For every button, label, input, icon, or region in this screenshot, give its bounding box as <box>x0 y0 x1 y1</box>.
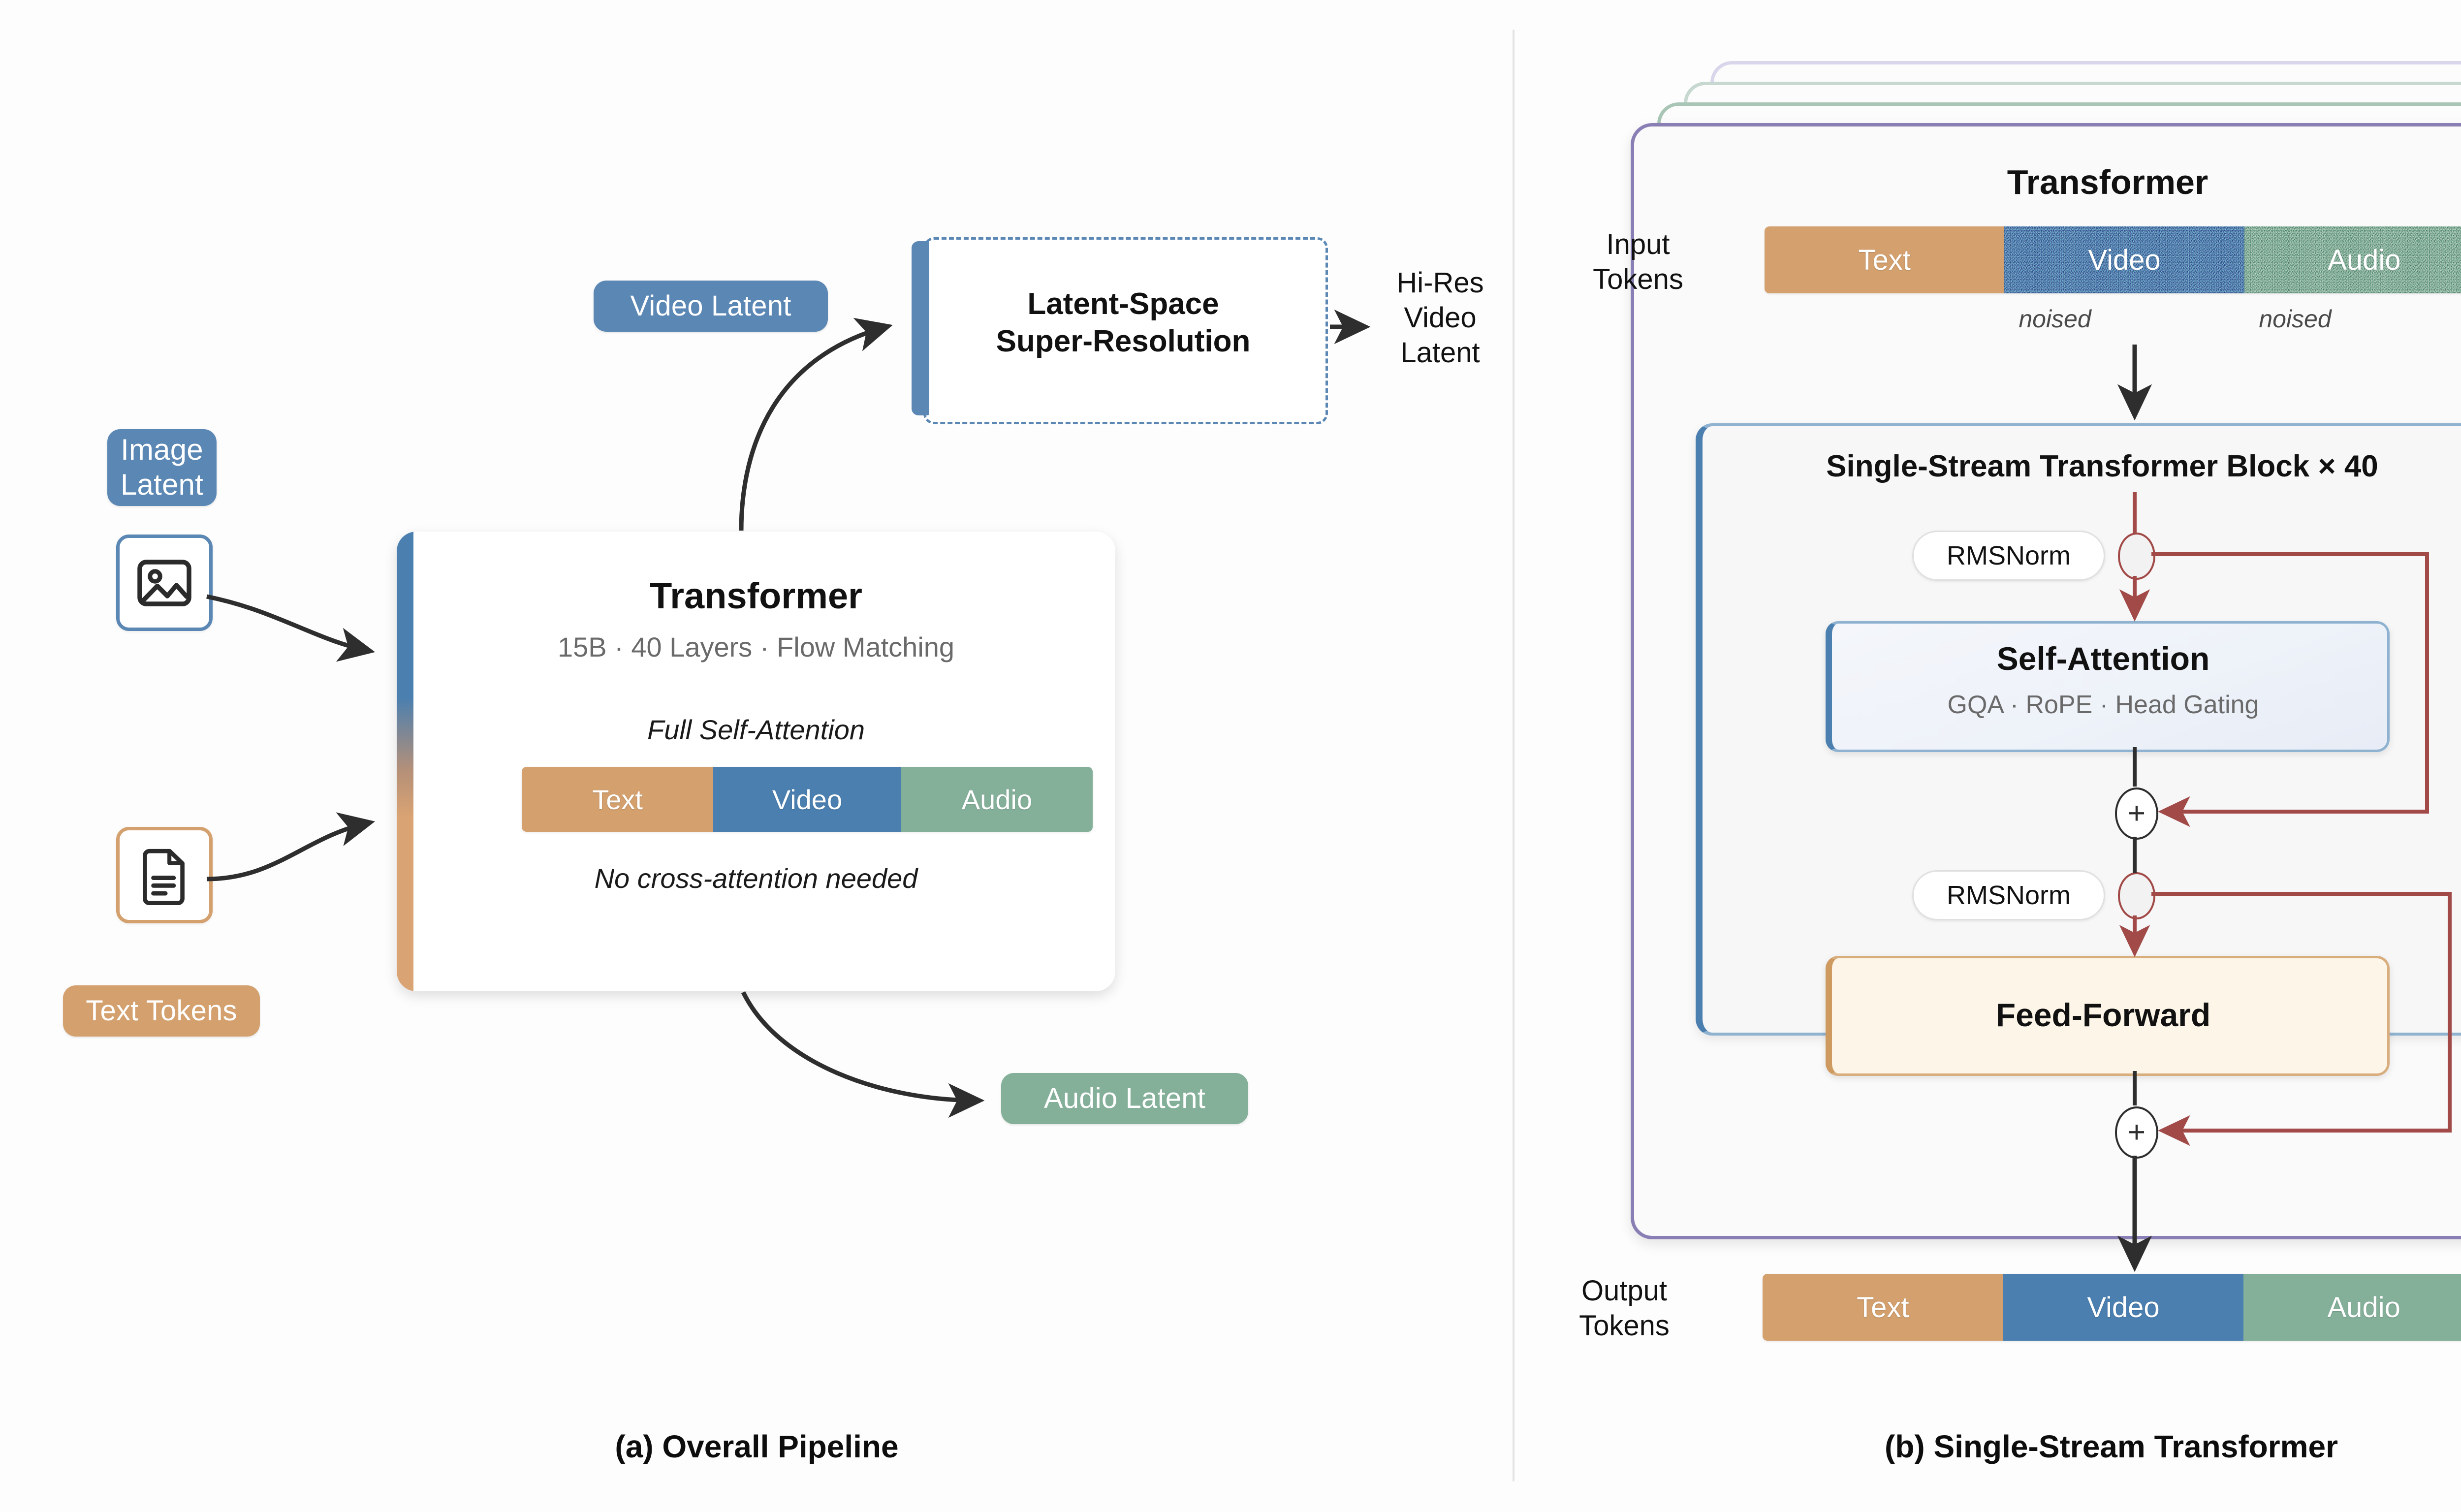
text-tokens-icon-chip[interactable] <box>116 827 213 923</box>
token-segment-audio: Audio <box>901 767 1093 832</box>
text-tokens-pill[interactable]: Text Tokens <box>63 985 260 1037</box>
transformer-subtitle: 15B · 40 Layers · Flow Matching <box>557 631 955 662</box>
output-token-audio: Audio <box>2243 1274 2461 1341</box>
single-stream-block-title: Single-Stream Transformer Block × 40 <box>1826 449 2378 483</box>
super-resolution-line1: Latent-Space <box>1027 287 1219 321</box>
input-token-audio: Audio <box>2244 226 2461 293</box>
rmsnorm-pill-2[interactable]: RMSNorm <box>1912 870 2105 920</box>
token-segment-video: Video <box>713 767 901 832</box>
image-latent-pill[interactable]: Image Latent <box>107 429 217 506</box>
residual-add-2: + <box>2115 1106 2158 1159</box>
transformer-title: Transformer <box>650 575 862 616</box>
text-tokens-label: Text Tokens <box>86 994 237 1027</box>
plus-symbol-2: + <box>2127 1115 2146 1149</box>
output-tokens-label: Output Tokens <box>1579 1275 1670 1342</box>
residual-add-1: + <box>2115 788 2158 840</box>
plus-symbol-1: + <box>2127 796 2146 830</box>
image-latent-label: Image Latent <box>120 433 204 501</box>
panel-single-stream-transformer: Transformer Input Tokens Text Video Audi… <box>1514 0 2461 1512</box>
rmsnorm-label-1: RMSNorm <box>1947 541 2071 570</box>
hi-res-video-latent-label: Hi-Res Video Latent <box>1396 267 1484 369</box>
feed-forward-title: Feed-Forward <box>1995 997 2211 1033</box>
transformer-accent-bar <box>397 532 413 991</box>
arrow-transformer-to-superres <box>739 317 893 531</box>
arrow-image-to-transformer <box>206 594 376 662</box>
super-resolution-accent-bar <box>912 241 929 415</box>
residual-tap-node-1 <box>2118 533 2155 580</box>
super-resolution-line2: Super-Resolution <box>996 324 1251 358</box>
audio-latent-pill[interactable]: Audio Latent <box>1001 1073 1248 1124</box>
residual-tap-node-2 <box>2118 872 2155 919</box>
panel-overall-pipeline: Image Latent Text Tokens Video Latent Au… <box>63 237 1484 1464</box>
arrow-text-to-transformer <box>206 812 376 882</box>
input-token-strip: Text Video Audio <box>1765 226 2461 293</box>
latent-space-super-resolution-box[interactable] <box>923 237 1328 424</box>
image-latent-icon-chip[interactable] <box>116 535 213 631</box>
output-token-video: Video <box>2003 1274 2244 1341</box>
self-attention-title: Self-Attention <box>1996 640 2210 677</box>
noised-caption-audio: noised <box>2259 305 2332 333</box>
input-token-text: Text <box>1765 226 2005 293</box>
document-icon <box>143 849 185 905</box>
self-attention-subtitle: GQA · RoPE · Head Gating <box>1947 691 2259 719</box>
transformer-note-bottom: No cross-attention needed <box>594 863 918 894</box>
video-latent-pill[interactable]: Video Latent <box>594 281 828 332</box>
panel-b-transformer-title: Transformer <box>2007 163 2209 201</box>
output-token-strip: Text Video Audio <box>1763 1274 2461 1341</box>
picture-icon <box>137 560 191 606</box>
input-token-video: Video <box>2004 226 2244 293</box>
rmsnorm-pill-1[interactable]: RMSNorm <box>1912 531 2105 581</box>
video-latent-label: Video Latent <box>630 289 791 322</box>
panel-a-caption: (a) Overall Pipeline <box>615 1429 899 1464</box>
transformer-card[interactable]: Transformer 15B · 40 Layers · Flow Match… <box>397 532 1115 991</box>
rmsnorm-label-2: RMSNorm <box>1947 881 2071 910</box>
panel-b-caption: (b) Single-Stream Transformer <box>1884 1429 2338 1464</box>
token-segment-text: Text <box>522 767 714 832</box>
arrow-transformer-to-audio <box>741 991 985 1118</box>
super-resolution-label: Latent-Space Super-Resolution <box>923 285 1323 360</box>
transformer-note-top: Full Self-Attention <box>647 714 865 745</box>
audio-latent-label: Audio Latent <box>1043 1082 1206 1114</box>
transformer-token-strip: Text Video Audio <box>522 767 1093 832</box>
input-tokens-label: Input Tokens <box>1593 228 1683 295</box>
noised-caption-video: noised <box>2019 305 2091 333</box>
panel-divider <box>1513 30 1514 1481</box>
output-token-text: Text <box>1763 1274 2003 1341</box>
